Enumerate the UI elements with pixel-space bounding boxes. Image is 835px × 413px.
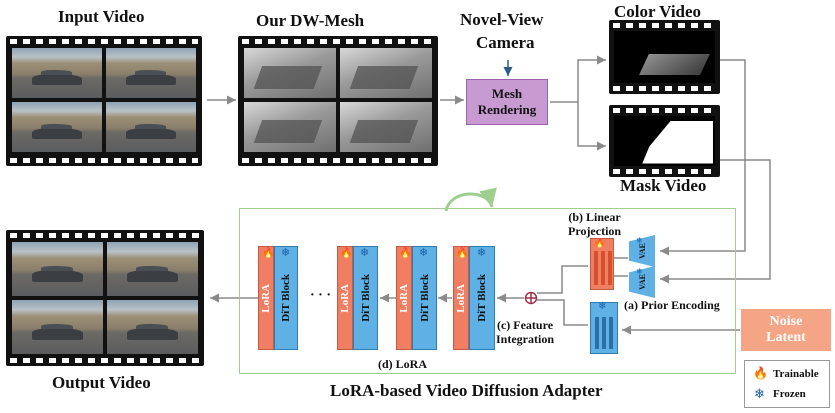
mesh-frame-4 <box>340 102 432 152</box>
snowflake-icon: ❄ <box>598 301 607 312</box>
vae-encoder-bottom: VAE <box>629 266 655 298</box>
input-frame-2 <box>106 48 196 98</box>
output-frame-2 <box>107 242 198 296</box>
prior-encoding-label: (a) Prior Encoding <box>624 298 720 312</box>
input-frame-3 <box>12 102 102 152</box>
ellipsis: · · · <box>310 288 332 303</box>
snowflake-icon: ❄ <box>419 247 429 259</box>
novel-view-title: Novel-View <box>460 10 544 29</box>
legend: 🔥 Trainable ❄ Frozen <box>744 360 830 408</box>
input-video-film <box>6 36 202 166</box>
dit-block-2: DiT Block <box>353 246 378 350</box>
lora-block-3: LoRA <box>396 246 412 350</box>
snowflake-icon: ❄ <box>477 247 487 259</box>
dit-block-label: DiT Block <box>280 274 292 322</box>
mask-video-title: Mask Video <box>620 176 707 195</box>
dit-block-label: DiT Block <box>359 274 372 322</box>
color-video-frame <box>614 31 715 83</box>
lora-block-4: LoRA <box>453 246 469 350</box>
lora-label: LoRA <box>260 283 272 313</box>
snowflake-icon: ❄ <box>636 236 643 245</box>
linear-projection-line1: (b) Linear <box>568 210 621 224</box>
lora-label: LoRA <box>339 283 351 313</box>
linear-projection-label: (b) Linear Projection <box>568 210 621 238</box>
snowflake-icon: ❄ <box>636 267 643 276</box>
adapter-title: LoRA-based Video Diffusion Adapter <box>330 381 603 400</box>
vae-label: VAE <box>637 274 647 290</box>
lora-block-2: LoRA <box>337 246 353 350</box>
mesh-frame-2 <box>340 48 432 98</box>
mesh-frame-1 <box>244 48 336 98</box>
lora-block-1: LoRA <box>258 246 274 350</box>
snowflake-icon: ❄ <box>360 247 370 259</box>
dit-block-4: DiT Block <box>469 246 495 350</box>
adapter-container <box>239 208 736 374</box>
legend-frozen: Frozen <box>773 388 806 400</box>
vae-label: VAE <box>637 243 647 259</box>
snowflake-icon: ❄ <box>754 386 765 401</box>
flame-icon: 🔥 <box>340 248 353 259</box>
output-video-film <box>6 230 204 366</box>
snowflake-icon: ❄ <box>281 247 291 259</box>
output-frame-4 <box>107 300 198 354</box>
dit-block-label: DiT Block <box>418 274 431 322</box>
frozen-feature-block <box>590 302 618 354</box>
linear-projection-block <box>590 238 614 290</box>
noise-latent-box: Noise Latent <box>741 309 831 351</box>
lora-label: LoRA <box>455 283 467 313</box>
dit-block-label: DiT Block <box>476 274 488 322</box>
lora-label: LoRA <box>398 283 410 313</box>
lora-section-label: (d) LoRA <box>378 357 428 371</box>
dit-block-1: DiT Block <box>274 246 298 350</box>
input-frame-1 <box>12 48 102 98</box>
flame-icon: 🔥 <box>456 248 469 259</box>
linear-projection-line2: Projection <box>568 224 622 238</box>
flame-icon: 🔥 <box>753 366 768 380</box>
feature-integration-line1: (c) Feature <box>496 318 554 332</box>
flame-icon: 🔥 <box>399 248 412 259</box>
feature-integration-label: (c) Feature Integration <box>496 318 554 346</box>
color-video-film <box>609 20 720 94</box>
output-frame-1 <box>12 242 103 296</box>
dw-mesh-film <box>238 36 438 166</box>
input-video-title: Input Video <box>58 7 145 26</box>
flame-icon: 🔥 <box>262 248 275 259</box>
camera-title: Camera <box>476 33 535 52</box>
feature-integration-line2: Integration <box>496 332 554 346</box>
noise-latent-label: Noise Latent <box>766 314 806 345</box>
output-frame-3 <box>12 300 103 354</box>
mesh-rendering-box: Mesh Rendering <box>466 79 548 125</box>
dw-mesh-title: Our DW-Mesh <box>256 11 365 30</box>
dit-block-3: DiT Block <box>412 246 437 350</box>
mask-video-film <box>609 105 720 177</box>
mask-video-frame <box>614 116 715 166</box>
output-video-title: Output Video <box>52 373 151 392</box>
input-frame-4 <box>106 102 196 152</box>
flame-icon: 🔥 <box>594 238 606 248</box>
color-video-title: Color Video <box>614 2 702 21</box>
legend-trainable: Trainable <box>773 368 819 380</box>
mesh-frame-3 <box>244 102 336 152</box>
